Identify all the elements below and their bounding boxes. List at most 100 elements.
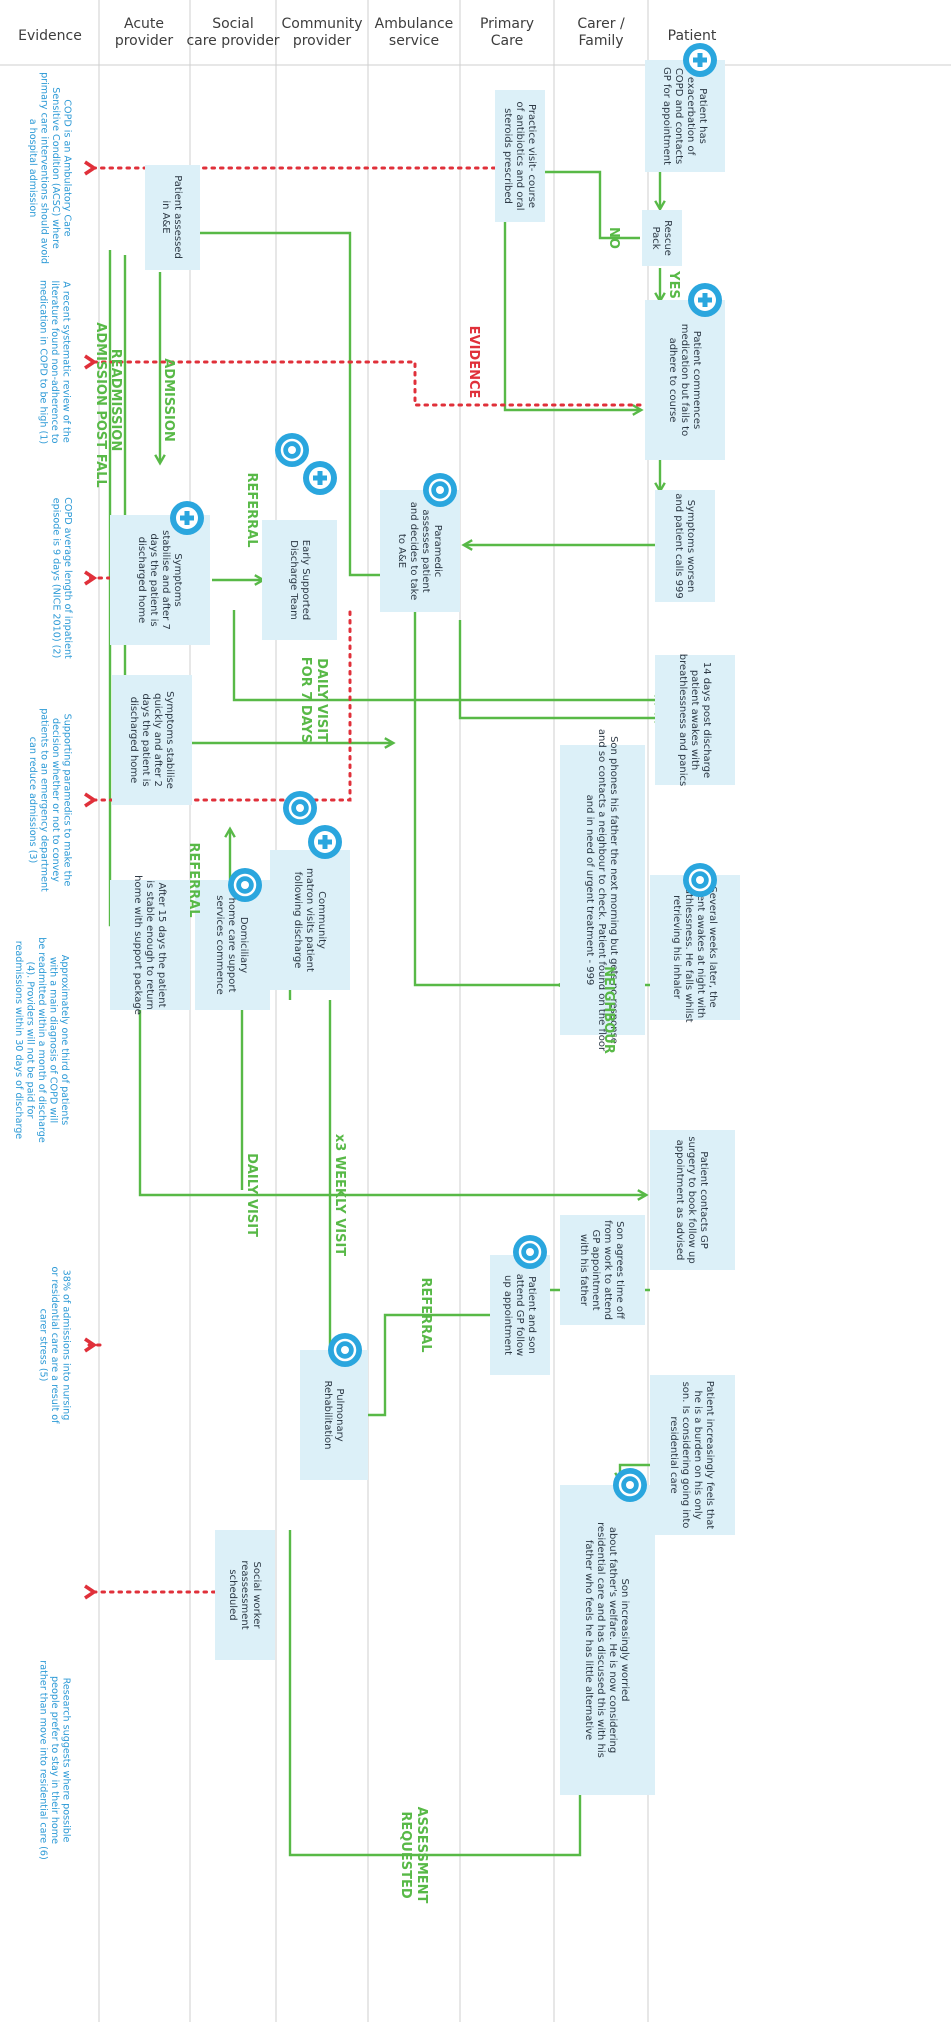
flow-line — [288, 1530, 582, 1857]
readmission-label: READMISSION — [108, 349, 123, 451]
box-several-weeks-fall: Several weeks later, thepatient awakes a… — [650, 871, 740, 1023]
text-line: COPD and contacts — [673, 68, 684, 164]
box-patient-exacerbation: Patient hasexacerbation ofCOPD and conta… — [645, 60, 725, 172]
text-line: Patient assessed — [172, 175, 183, 259]
text-line: Community — [316, 891, 327, 949]
text-line: literature found non-adherence to — [49, 281, 60, 444]
text-line: can reduce admissions (3) — [27, 737, 38, 864]
text-line: Supporting paramedics to make the — [61, 714, 72, 887]
no-label: NO — [606, 227, 621, 249]
box-text: Symptoms stabilisequickly and after 2day… — [128, 691, 175, 789]
text-line: Sensitive Condition (ACSC) where — [50, 87, 61, 249]
text-line: breathlessness and panics — [677, 654, 688, 787]
text-line: he is a burden on his only — [692, 1390, 703, 1519]
box-text: Communitymatron visits patientfollowing … — [292, 868, 327, 972]
text-line: Patient and son — [526, 1276, 537, 1354]
box-text: Patient commencesmedication but fails to… — [667, 324, 702, 436]
referral-label-1: REFERRAL — [244, 472, 259, 547]
text-line: home with support package — [132, 875, 143, 1015]
box-text: After 15 days the patientis stable enoug… — [132, 875, 167, 1015]
text-line: Pack — [650, 227, 661, 250]
neighbour-label: NEIGHBOUR — [601, 966, 616, 1054]
box-14-days-post-discharge: 14 days post dischargepatient awakes wit… — [655, 654, 735, 787]
rehab-icon — [328, 1333, 362, 1367]
evidence-readmission: Approximately one third of patientswith … — [13, 937, 70, 1143]
text-line: up appointment — [502, 1275, 513, 1355]
box-domiciliary-care: Domiciliaryhome care supportservices com… — [195, 880, 270, 1010]
box-text: RescuePack — [650, 220, 673, 256]
text-line: GP appointment — [590, 1229, 601, 1310]
text-line: Son agrees time off — [614, 1221, 625, 1320]
text-line: in A&E — [160, 200, 171, 233]
text-line: and decides to take — [408, 502, 419, 601]
text-line: days the patient is — [148, 533, 159, 626]
text-line: Symptoms worsen — [685, 500, 696, 593]
box-patient-non-adherence: Patient commencesmedication but fails to… — [645, 300, 725, 460]
text-line: people prefer to stay in their home — [49, 1676, 60, 1844]
text-line: son. Is considering going into — [680, 1382, 691, 1529]
text-line: Several weeks later, the — [707, 886, 718, 1007]
text-line: surgery to book follow up — [686, 1136, 697, 1263]
text-line: Son increasingly worried — [619, 1579, 630, 1702]
text-line: stabilise and after 7 — [160, 530, 171, 630]
text-line: decision whether or not to convey — [50, 718, 61, 882]
admission-label: ADMISSION — [161, 358, 176, 442]
text-line: from work to attend — [602, 1220, 613, 1320]
pathway-boxes: Patient hasexacerbation ofCOPD and conta… — [110, 60, 740, 1795]
text-line: and in need of urgent treatment - 999 — [584, 795, 595, 986]
text-line: residential care and has discussed this … — [595, 1522, 606, 1758]
text-line: home care support — [226, 898, 237, 993]
box-text: Social workerreassessmentscheduled — [227, 1560, 262, 1629]
box-gp-follow-up: Patient and sonattend GP followup appoin… — [490, 1255, 550, 1375]
header-patient: Patient — [668, 28, 717, 44]
text-line: to A&E — [396, 534, 407, 568]
text-line: discharged home — [128, 697, 139, 784]
text-line: is stable enough to return — [144, 880, 155, 1010]
flow-line — [508, 166, 640, 240]
referral-label-2: REFERRAL — [186, 842, 201, 917]
box-text: Domiciliaryhome care supportservices com… — [214, 895, 249, 994]
text-line: Domiciliary — [238, 917, 249, 973]
flow-line — [138, 1005, 649, 1201]
text-line: Early Supported — [300, 540, 311, 620]
box-stabilise-2-days: Symptoms stabilisequickly and after 2day… — [112, 675, 192, 805]
text-line: COPD average length of inpatient — [62, 497, 73, 659]
box-pulmonary-rehab: PulmonaryRehabilitation — [300, 1350, 368, 1480]
box-text: Patient contacts GPsurgery to book follo… — [674, 1136, 709, 1263]
evidence-texts: COPD is an Ambulatory CareSensitive Cond… — [13, 72, 73, 1860]
referral-label-3: REFERRAL — [418, 1277, 433, 1352]
text-line: (4). Providers will not be paid for — [25, 962, 36, 1119]
text-line: Patient contacts GP — [698, 1151, 709, 1249]
box-text: Son phones his father the next morning b… — [584, 729, 619, 1052]
flow-line — [200, 231, 380, 577]
carer-icon — [613, 1468, 647, 1502]
text-line: residential care — [668, 1416, 679, 1493]
assessment-label-a: ASSESSMENT — [414, 1807, 429, 1904]
box-son-agrees-time-off: Son agrees time offfrom work to attendGP… — [560, 1215, 645, 1325]
patient-icon — [683, 43, 717, 77]
text-line: Son phones his father the next morning b… — [608, 736, 619, 1044]
text-line: assesses patient — [420, 509, 431, 592]
text-line: Rescue — [662, 220, 673, 256]
daily-visit-7-label-b: FOR 7 DAYS — [298, 657, 313, 743]
weekly-visit-label: x3 WEEKLY VISIT — [332, 1134, 347, 1256]
daily-visit-7-label-a: DAILY VISIT — [314, 658, 329, 742]
text-line: of antibiotics and oral — [514, 102, 525, 211]
box-text: Practice visit- courseof antibiotics and… — [502, 102, 537, 211]
text-line: Paramedic — [432, 525, 443, 577]
community-icon — [283, 791, 317, 825]
acute-icon — [170, 501, 204, 535]
evidence-line — [88, 610, 352, 800]
box-text: Symptomsstabilise and after 7days the pa… — [136, 530, 183, 630]
box-text: Patient hasexacerbation ofCOPD and conta… — [661, 67, 708, 165]
text-line: Symptoms — [172, 553, 183, 606]
text-line: medication in COPD to be high (1) — [38, 280, 49, 444]
text-line: Approximately one third of patients — [59, 955, 70, 1125]
text-line: carer stress (5) — [38, 1309, 49, 1382]
text-line: patient awakes at night with — [695, 876, 706, 1019]
text-line: 14 days post discharge — [701, 662, 712, 778]
text-line: and so contacts a neighbour to check. Pa… — [596, 729, 607, 1052]
